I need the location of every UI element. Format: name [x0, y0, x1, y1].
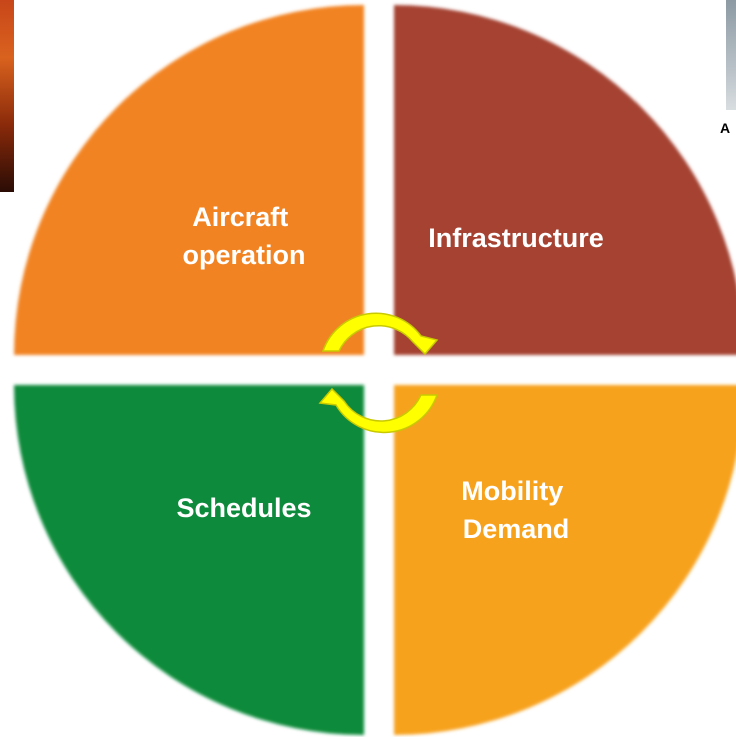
label-line: Aircraft	[192, 202, 288, 232]
label-line: Mobility	[461, 476, 563, 506]
label-line: operation	[182, 240, 305, 270]
label-schedules: Schedules	[176, 493, 311, 523]
quadrant-schedules	[14, 385, 364, 735]
quadrant-aircraft-operation	[14, 5, 364, 355]
photo-fragment-right	[726, 0, 736, 110]
label-line: Schedules	[176, 493, 311, 523]
label-line: Infrastructure	[428, 223, 604, 253]
label-mobility-demand: Mobility Demand	[461, 476, 571, 544]
photo-caption: A	[720, 120, 731, 136]
arrow-bottom-icon	[318, 387, 439, 434]
label-aircraft-operation: Aircraft operation	[182, 202, 305, 270]
label-line: Demand	[463, 514, 570, 544]
sunset-photo-fragment	[0, 0, 14, 192]
arrow-top-icon	[321, 312, 439, 356]
cycle-arrows-icon	[318, 312, 439, 434]
quadrant-infrastructure	[394, 5, 736, 355]
quadrant-mobility-demand	[394, 385, 736, 735]
label-infrastructure: Infrastructure	[428, 223, 604, 253]
